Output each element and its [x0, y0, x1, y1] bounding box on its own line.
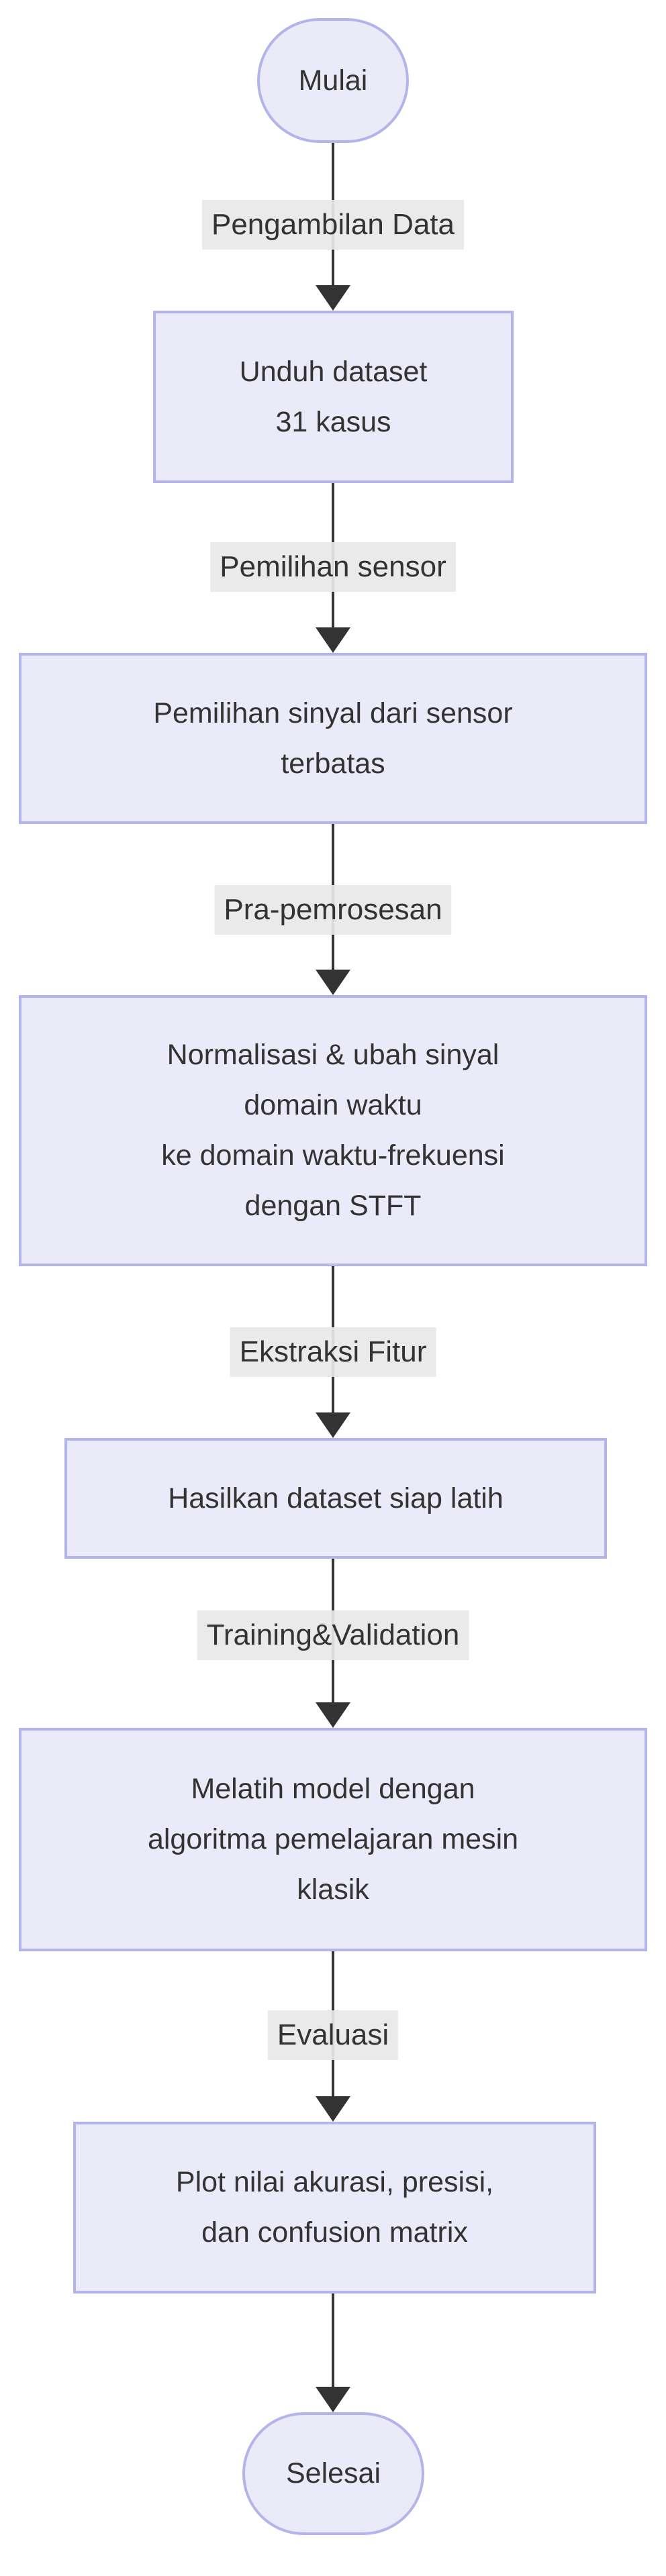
flow-arrow-7 [314, 2294, 352, 2412]
arrowhead-icon [316, 970, 350, 995]
node-unduh-dataset: Unduh dataset 31 kasus [153, 311, 514, 483]
node-line: algoritma pemelajaran mesin [147, 1823, 519, 1855]
node-line: dan confusion matrix [201, 2216, 468, 2249]
node-plot-hasil: Plot nilai akurasi, presisi, dan confusi… [73, 2122, 596, 2294]
node-pemilihan-sinyal: Pemilihan sinyal dari sensor terbatas [19, 653, 647, 824]
node-line: domain waktu [244, 1089, 422, 1121]
node-end-label: Selesai [285, 2457, 381, 2489]
arrowhead-icon [316, 2387, 350, 2412]
arrowhead-icon [316, 627, 350, 653]
edge-label-ekstraksi-fitur: Ekstraksi Fitur [230, 1327, 436, 1377]
node-line: Unduh dataset [239, 355, 428, 388]
node-end: Selesai [242, 2412, 424, 2535]
edge-label-training-validation: Training&Validation [197, 1610, 469, 1660]
arrowhead-icon [316, 1412, 350, 1438]
node-line: Plot nilai akurasi, presisi, [175, 2166, 494, 2198]
arrowhead-icon [316, 1702, 350, 1728]
node-line: Pemilihan sinyal dari sensor [153, 697, 513, 729]
edge-label-pengambilan-data: Pengambilan Data [201, 200, 465, 250]
node-dataset-siap-latih: Hasilkan dataset siap latih [64, 1438, 607, 1559]
node-line: dengan STFT [244, 1190, 422, 1222]
edge-label-pemilihan-sensor: Pemilihan sensor [210, 542, 456, 592]
node-line: Hasilkan dataset siap latih [168, 1482, 504, 1514]
node-start-label: Mulai [298, 64, 368, 97]
edge-label-pra-pemrosesan: Pra-pemrosesan [214, 885, 452, 935]
node-start: Mulai [257, 18, 409, 143]
node-line: Normalisasi & ubah sinyal [166, 1039, 500, 1071]
arrowhead-icon [316, 285, 350, 311]
node-line: Melatih model dengan [191, 1773, 475, 1805]
node-melatih-model: Melatih model dengan algoritma pemelajar… [19, 1728, 647, 1951]
edge-label-evaluasi: Evaluasi [267, 2010, 399, 2060]
node-line: 31 kasus [275, 405, 391, 438]
arrow-shaft [332, 2294, 334, 2391]
arrowhead-icon [316, 2096, 350, 2122]
node-line: ke domain waktu-frekuensi [161, 1139, 505, 1172]
node-line: klasik [297, 1873, 369, 1906]
node-line: terbatas [281, 747, 385, 780]
node-normalisasi-stft: Normalisasi & ubah sinyal domain waktu k… [19, 995, 647, 1266]
